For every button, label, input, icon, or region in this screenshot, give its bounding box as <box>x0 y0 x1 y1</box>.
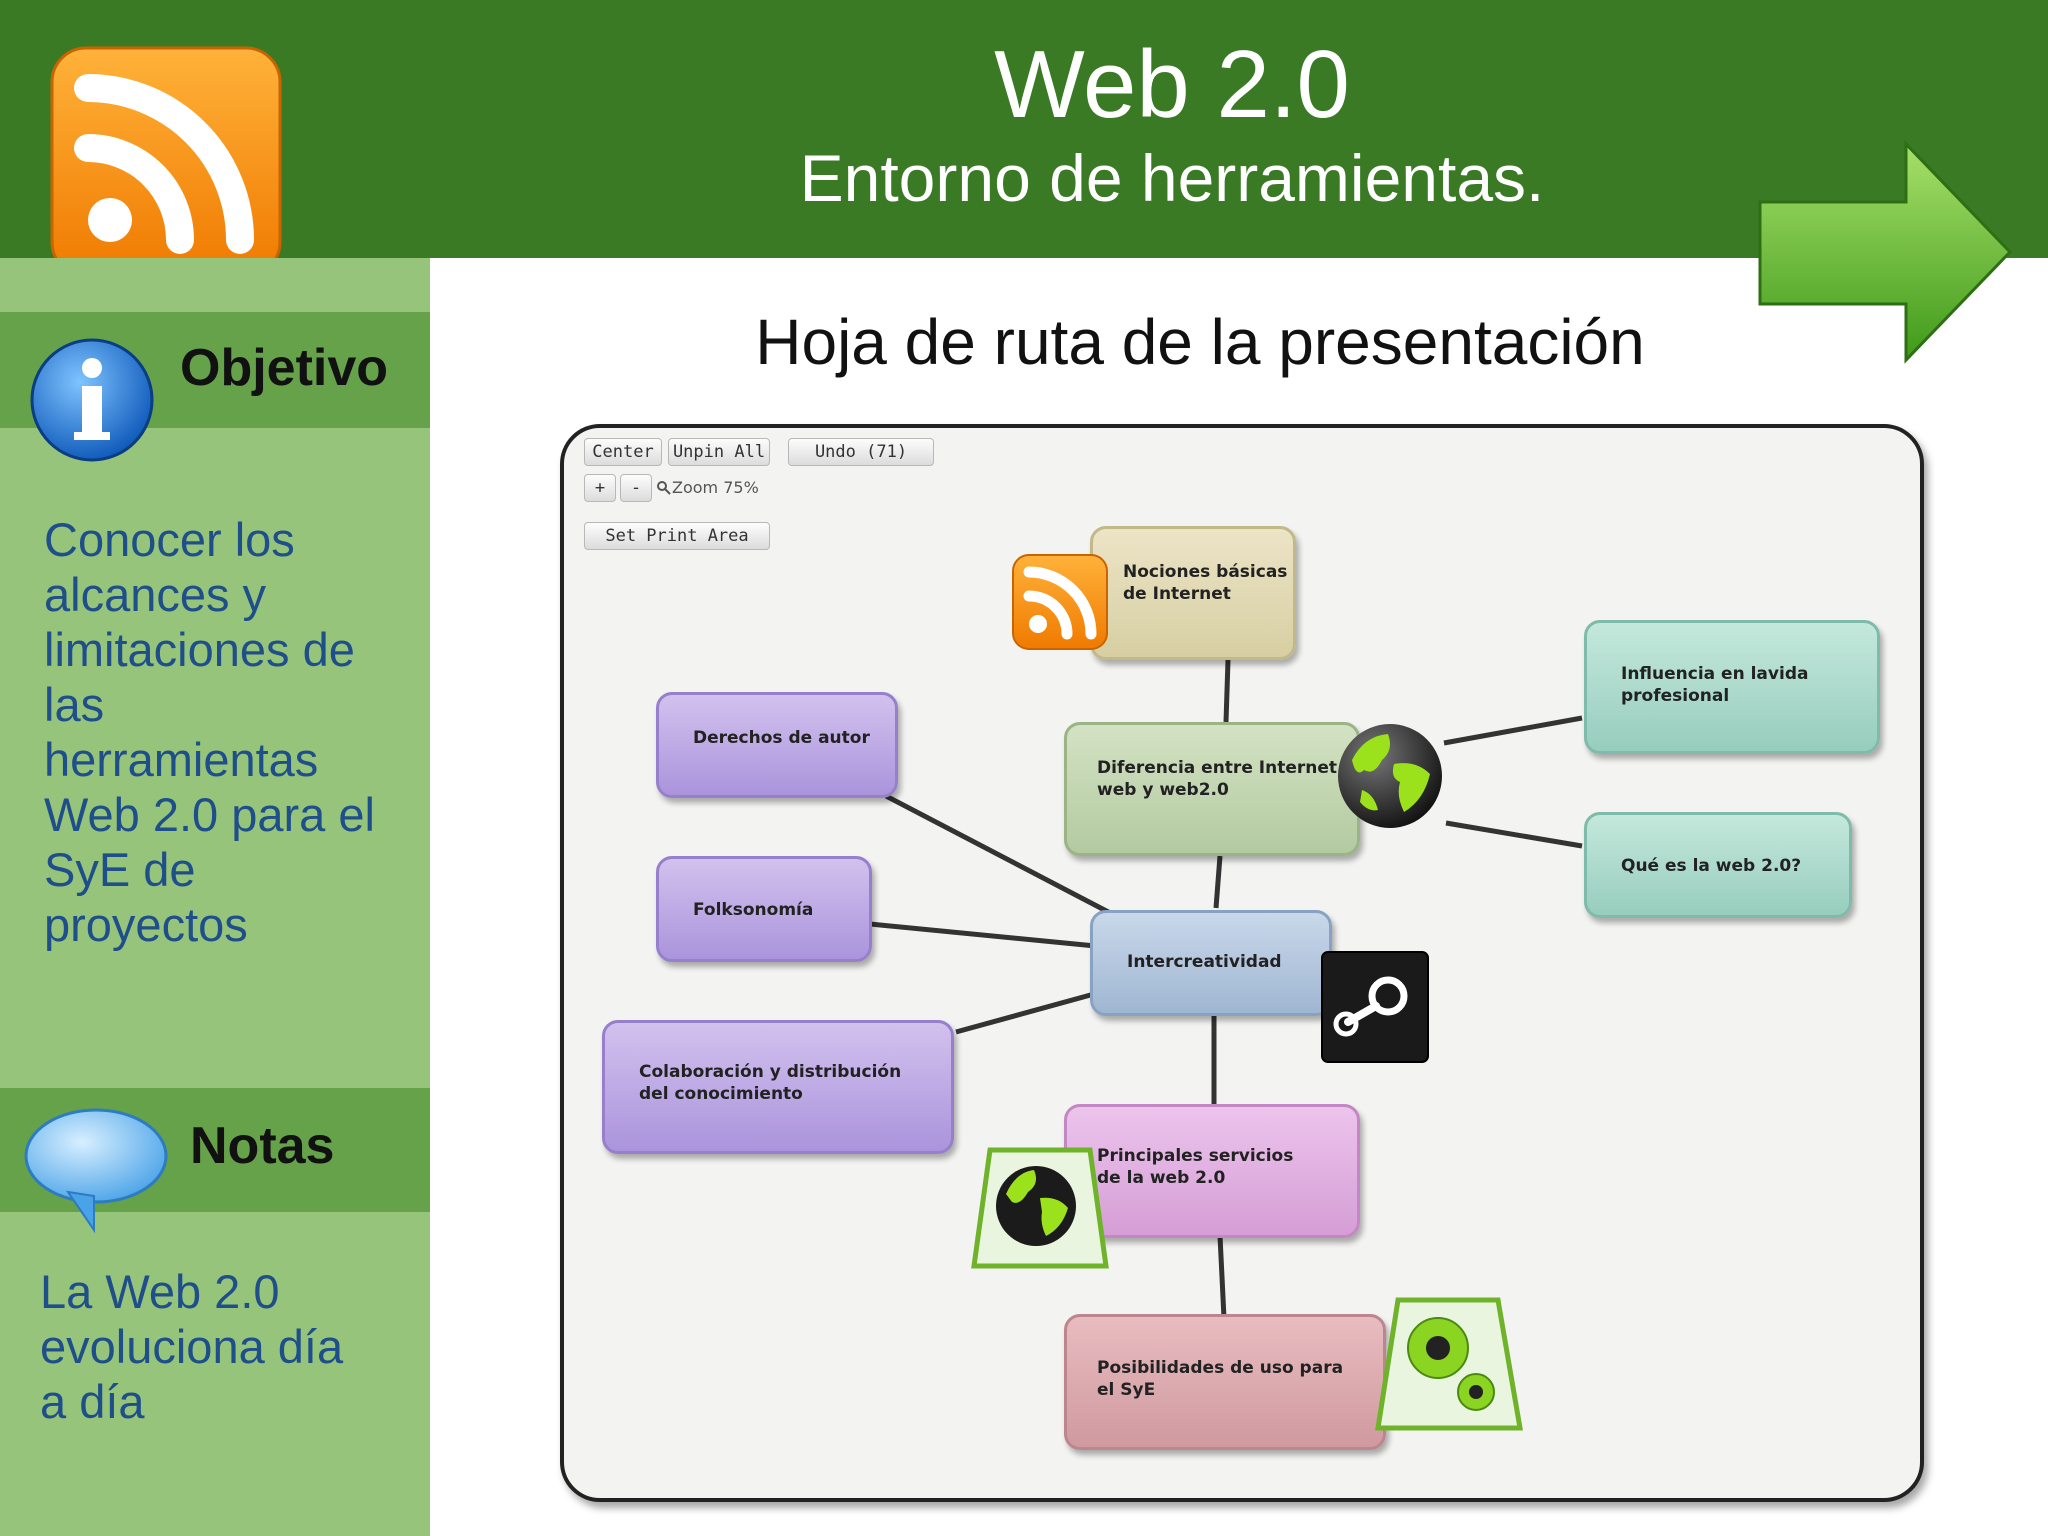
info-icon <box>30 338 154 462</box>
gears-icon <box>1375 1297 1523 1431</box>
node-folksonomia[interactable]: Folksonomía <box>656 856 872 962</box>
node-derechos-autor[interactable]: Derechos de autor <box>656 692 898 798</box>
notes-text: La Web 2.0 evoluciona día a día <box>40 1265 344 1428</box>
node-que-es-web20[interactable]: Qué es la web 2.0? <box>1584 812 1852 918</box>
node-label: Diferencia entre Internet web y web2.0 <box>1097 758 1337 800</box>
zoom-out-button[interactable]: - <box>620 474 652 502</box>
connector-lines <box>869 659 1583 1319</box>
globe-icon <box>971 1147 1109 1269</box>
node-label: Principales servicios de la web 2.0 <box>1097 1146 1294 1188</box>
node-intercreatividad[interactable]: Intercreatividad <box>1090 910 1332 1016</box>
rss-icon <box>1012 554 1108 650</box>
arrow-right-icon <box>1758 140 2013 364</box>
node-diferencia-internet[interactable]: Diferencia entre Internet web y web2.0 <box>1064 722 1360 856</box>
speech-bubble-icon <box>24 1108 168 1234</box>
node-label: Derechos de autor <box>693 728 870 748</box>
center-button[interactable]: Center <box>584 438 662 466</box>
node-label: Influencia en lavida profesional <box>1621 664 1809 706</box>
rss-icon <box>50 46 282 278</box>
steam-icon <box>1321 951 1429 1063</box>
globe-icon <box>1338 724 1442 828</box>
node-label: Posibilidades de uso para el SyE <box>1097 1358 1344 1400</box>
node-label: Colaboración y distribución del conocimi… <box>639 1062 902 1104</box>
set-print-area-button[interactable]: Set Print Area <box>584 522 770 550</box>
section-title: Hoja de ruta de la presentación <box>755 306 1645 378</box>
node-nociones-basicas[interactable]: Nociones básicas de Internet <box>1090 526 1296 660</box>
zoom-in-button[interactable]: + <box>584 474 616 502</box>
zoom-level: Zoom 75% <box>672 478 759 497</box>
node-label: Intercreatividad <box>1127 952 1282 972</box>
node-principales-servicios[interactable]: Principales servicios de la web 2.0 <box>1064 1104 1360 1238</box>
page-title: Web 2.0 <box>994 31 1350 138</box>
node-posibilidades-uso[interactable]: Posibilidades de uso para el SyE <box>1064 1314 1386 1450</box>
objective-heading: Objetivo <box>180 339 389 397</box>
node-label: Nociones básicas de Internet <box>1123 562 1288 604</box>
page-subtitle: Entorno de herramientas. <box>799 141 1545 215</box>
notes-heading: Notas <box>190 1117 335 1175</box>
unpin-all-button[interactable]: Unpin All <box>668 438 770 466</box>
node-label: Qué es la web 2.0? <box>1621 856 1802 876</box>
mind-map-canvas: Center Unpin All Undo (71) + - Zoom 75% … <box>560 424 1924 1502</box>
undo-button[interactable]: Undo (71) <box>788 438 934 466</box>
sidebar <box>0 258 430 1536</box>
header-bar <box>0 0 2048 258</box>
node-influencia-profesional[interactable]: Influencia en lavida profesional <box>1584 620 1880 754</box>
magnifier-icon <box>657 481 671 495</box>
node-label: Folksonomía <box>693 900 814 920</box>
node-colaboracion[interactable]: Colaboración y distribución del conocimi… <box>602 1020 954 1154</box>
objective-text: Conocer los alcances y limitaciones de l… <box>44 513 375 951</box>
